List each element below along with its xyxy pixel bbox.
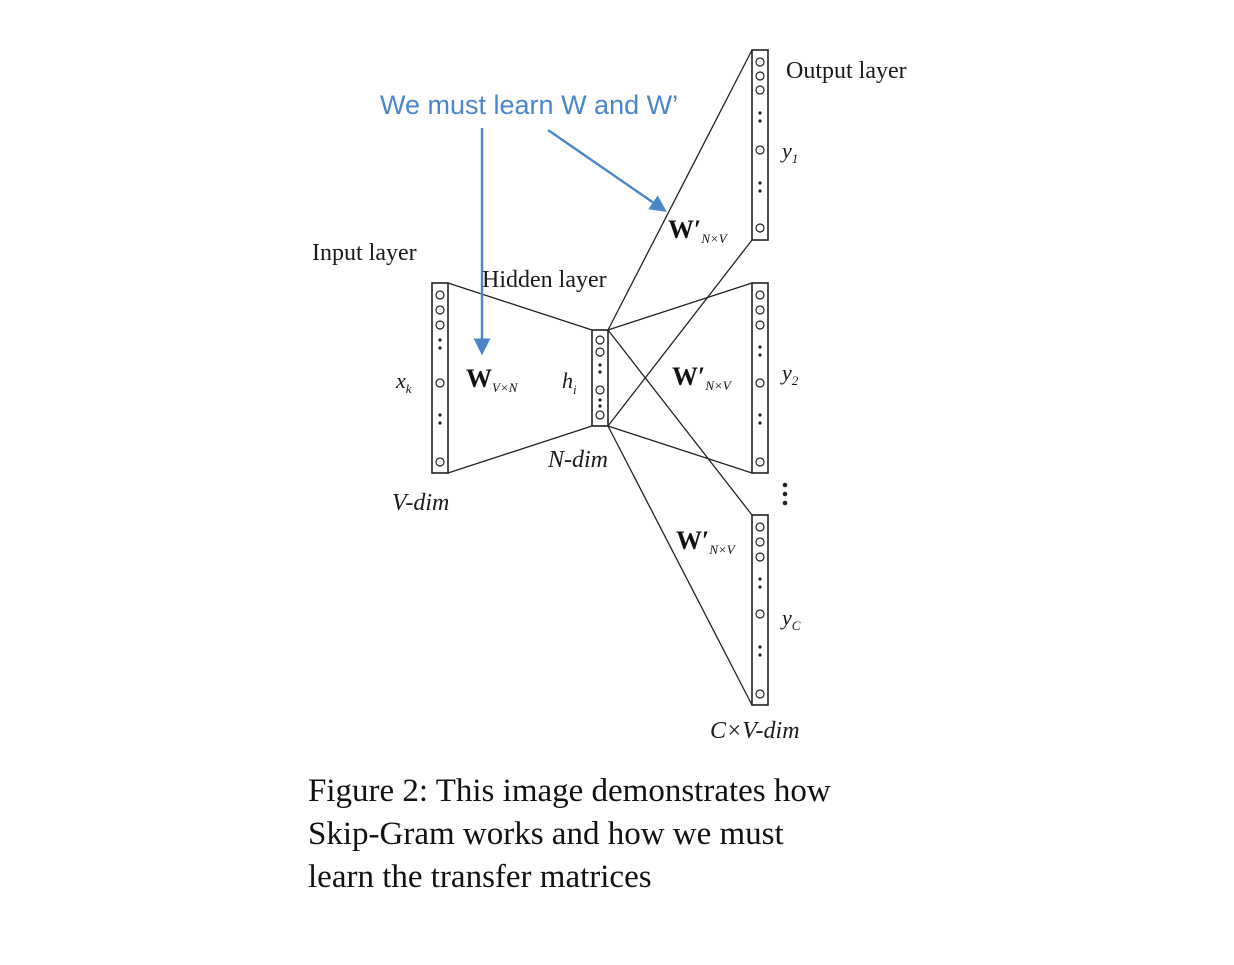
v-dim-label: V-dim [392,490,449,517]
h-i-sub: i [573,382,577,397]
y2-base: y [782,360,792,385]
output-vector-y2 [751,282,769,474]
figure-caption: Figure 2: This image demonstrates how Sk… [308,770,948,899]
weight-w-input: WV×N [466,364,517,396]
w-output-1-sub: N×V [701,231,727,246]
yc-base: y [782,605,792,630]
caption-line-1: Figure 2: This image demonstrates how [308,773,831,809]
input-layer-vector [431,282,449,474]
caption-line-2: Skip-Gram works and how we must [308,816,784,852]
n-dim-text: N-dim [548,447,608,473]
y2-sub: 2 [791,373,799,388]
hidden-layer-vector [591,329,609,427]
yc-sub: C [791,618,801,633]
hidden-layer-label: Hidden layer [482,267,607,293]
w-output-3-symbol: W′ [676,526,710,555]
cxv-dim-text: C×V-dim [710,718,800,744]
w-input-sub: V×N [492,380,518,395]
y1-symbol: y1 [782,138,798,167]
connection-lines [447,49,753,706]
cxv-dim-label: C×V-dim [710,718,800,745]
n-dim-label: N-dim [548,447,608,474]
w-output-3-sub: N×V [709,542,735,557]
output-vector-yc [751,514,769,706]
h-i-base: h [562,368,573,393]
y1-sub: 1 [791,151,799,166]
caption-line-3: learn the transfer matrices [308,859,652,895]
w-output-1-symbol: W′ [668,215,702,244]
x-k-symbol: xk [396,368,412,397]
x-k-sub: k [405,381,412,396]
annotation-arrows [473,128,667,356]
annotation-text: We must learn W and W’ [380,90,679,120]
y1-base: y [782,138,792,163]
weight-w-output-1: W′N×V [668,215,727,247]
w-input-symbol: W [466,364,492,393]
output-vector-y1 [751,49,769,241]
y2-symbol: y2 [782,360,798,389]
h-i-symbol: hi [562,368,577,398]
x-k-base: x [396,368,406,393]
w-output-2-symbol: W′ [672,362,706,391]
weight-w-output-2: W′N×V [672,362,731,394]
yc-symbol: yC [782,605,800,634]
vertical-ellipsis [782,482,788,506]
v-dim-text: V-dim [392,490,450,516]
input-layer-label: Input layer [312,240,417,266]
output-layer-label: Output layer [786,58,907,84]
w-output-2-sub: N×V [705,378,731,393]
weight-w-output-3: W′N×V [676,526,735,558]
